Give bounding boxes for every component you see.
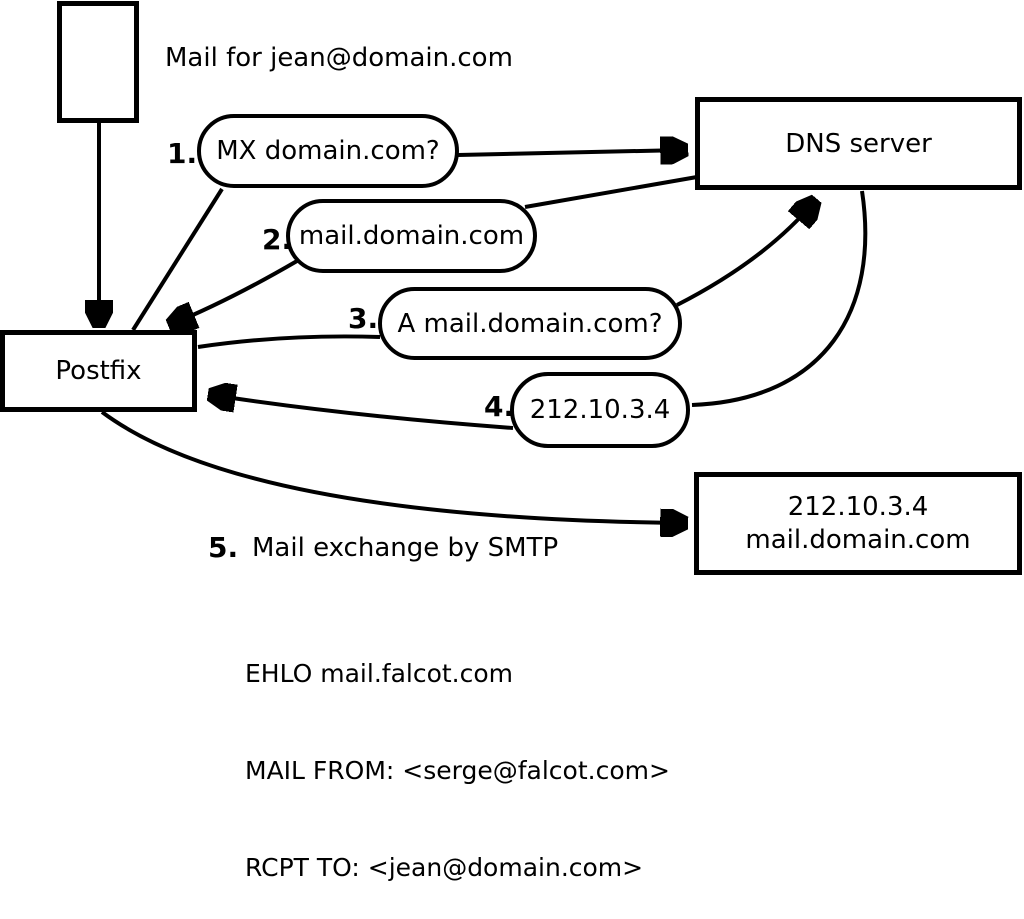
mail-server-hostname: mail.domain.com <box>745 524 971 555</box>
step4-response-pill: 212.10.3.4 <box>510 372 690 448</box>
step5-number: 5. <box>208 531 239 564</box>
smtp-line: MAIL FROM: <serge@falcot.com> <box>245 755 670 785</box>
line-postfix-to-query3 <box>197 334 381 349</box>
smtp-session-transcript: EHLO mail.falcot.com MAIL FROM: <serge@f… <box>245 593 670 919</box>
step4-response-label: 212.10.3.4 <box>529 395 671 425</box>
step3-query-pill: A mail.domain.com? <box>378 287 682 360</box>
line-dns-to-response4 <box>691 190 868 407</box>
smtp-line: EHLO mail.falcot.com <box>245 658 514 688</box>
arrow-query1-to-dns <box>457 150 684 155</box>
step3-query-label: A mail.domain.com? <box>397 308 663 339</box>
step3-number: 3. <box>348 302 379 335</box>
arrow-response2-to-postfix <box>172 259 299 324</box>
step2-response-pill: mail.domain.com <box>286 199 537 273</box>
step5-label: Mail exchange by SMTP <box>252 533 559 563</box>
step4-number: 4. <box>484 390 515 423</box>
step1-number: 1. <box>167 137 198 170</box>
postfix-node: Postfix <box>0 330 197 412</box>
mail-server-node: 212.10.3.4 mail.domain.com <box>694 472 1022 575</box>
arrow-query3-to-dns <box>676 202 814 307</box>
mail-message-icon <box>57 1 139 123</box>
arrow-response4-to-postfix <box>212 395 514 430</box>
smtp-line: RCPT TO: <jean@domain.com> <box>245 852 644 882</box>
step1-query-pill: MX domain.com? <box>197 114 459 188</box>
line-dns-to-response2 <box>524 175 698 209</box>
step2-response-label: mail.domain.com <box>298 221 525 251</box>
line-postfix-to-query1 <box>131 187 224 332</box>
mail-server-ip: 212.10.3.4 <box>787 491 929 522</box>
arrow-postfix-to-mailserver <box>100 410 684 523</box>
dns-server-node: DNS server <box>695 97 1022 190</box>
postfix-label: Postfix <box>55 356 142 386</box>
diagram-title: Mail for jean@domain.com <box>165 43 513 73</box>
dns-server-label: DNS server <box>785 128 932 159</box>
step1-query-label: MX domain.com? <box>216 136 440 166</box>
